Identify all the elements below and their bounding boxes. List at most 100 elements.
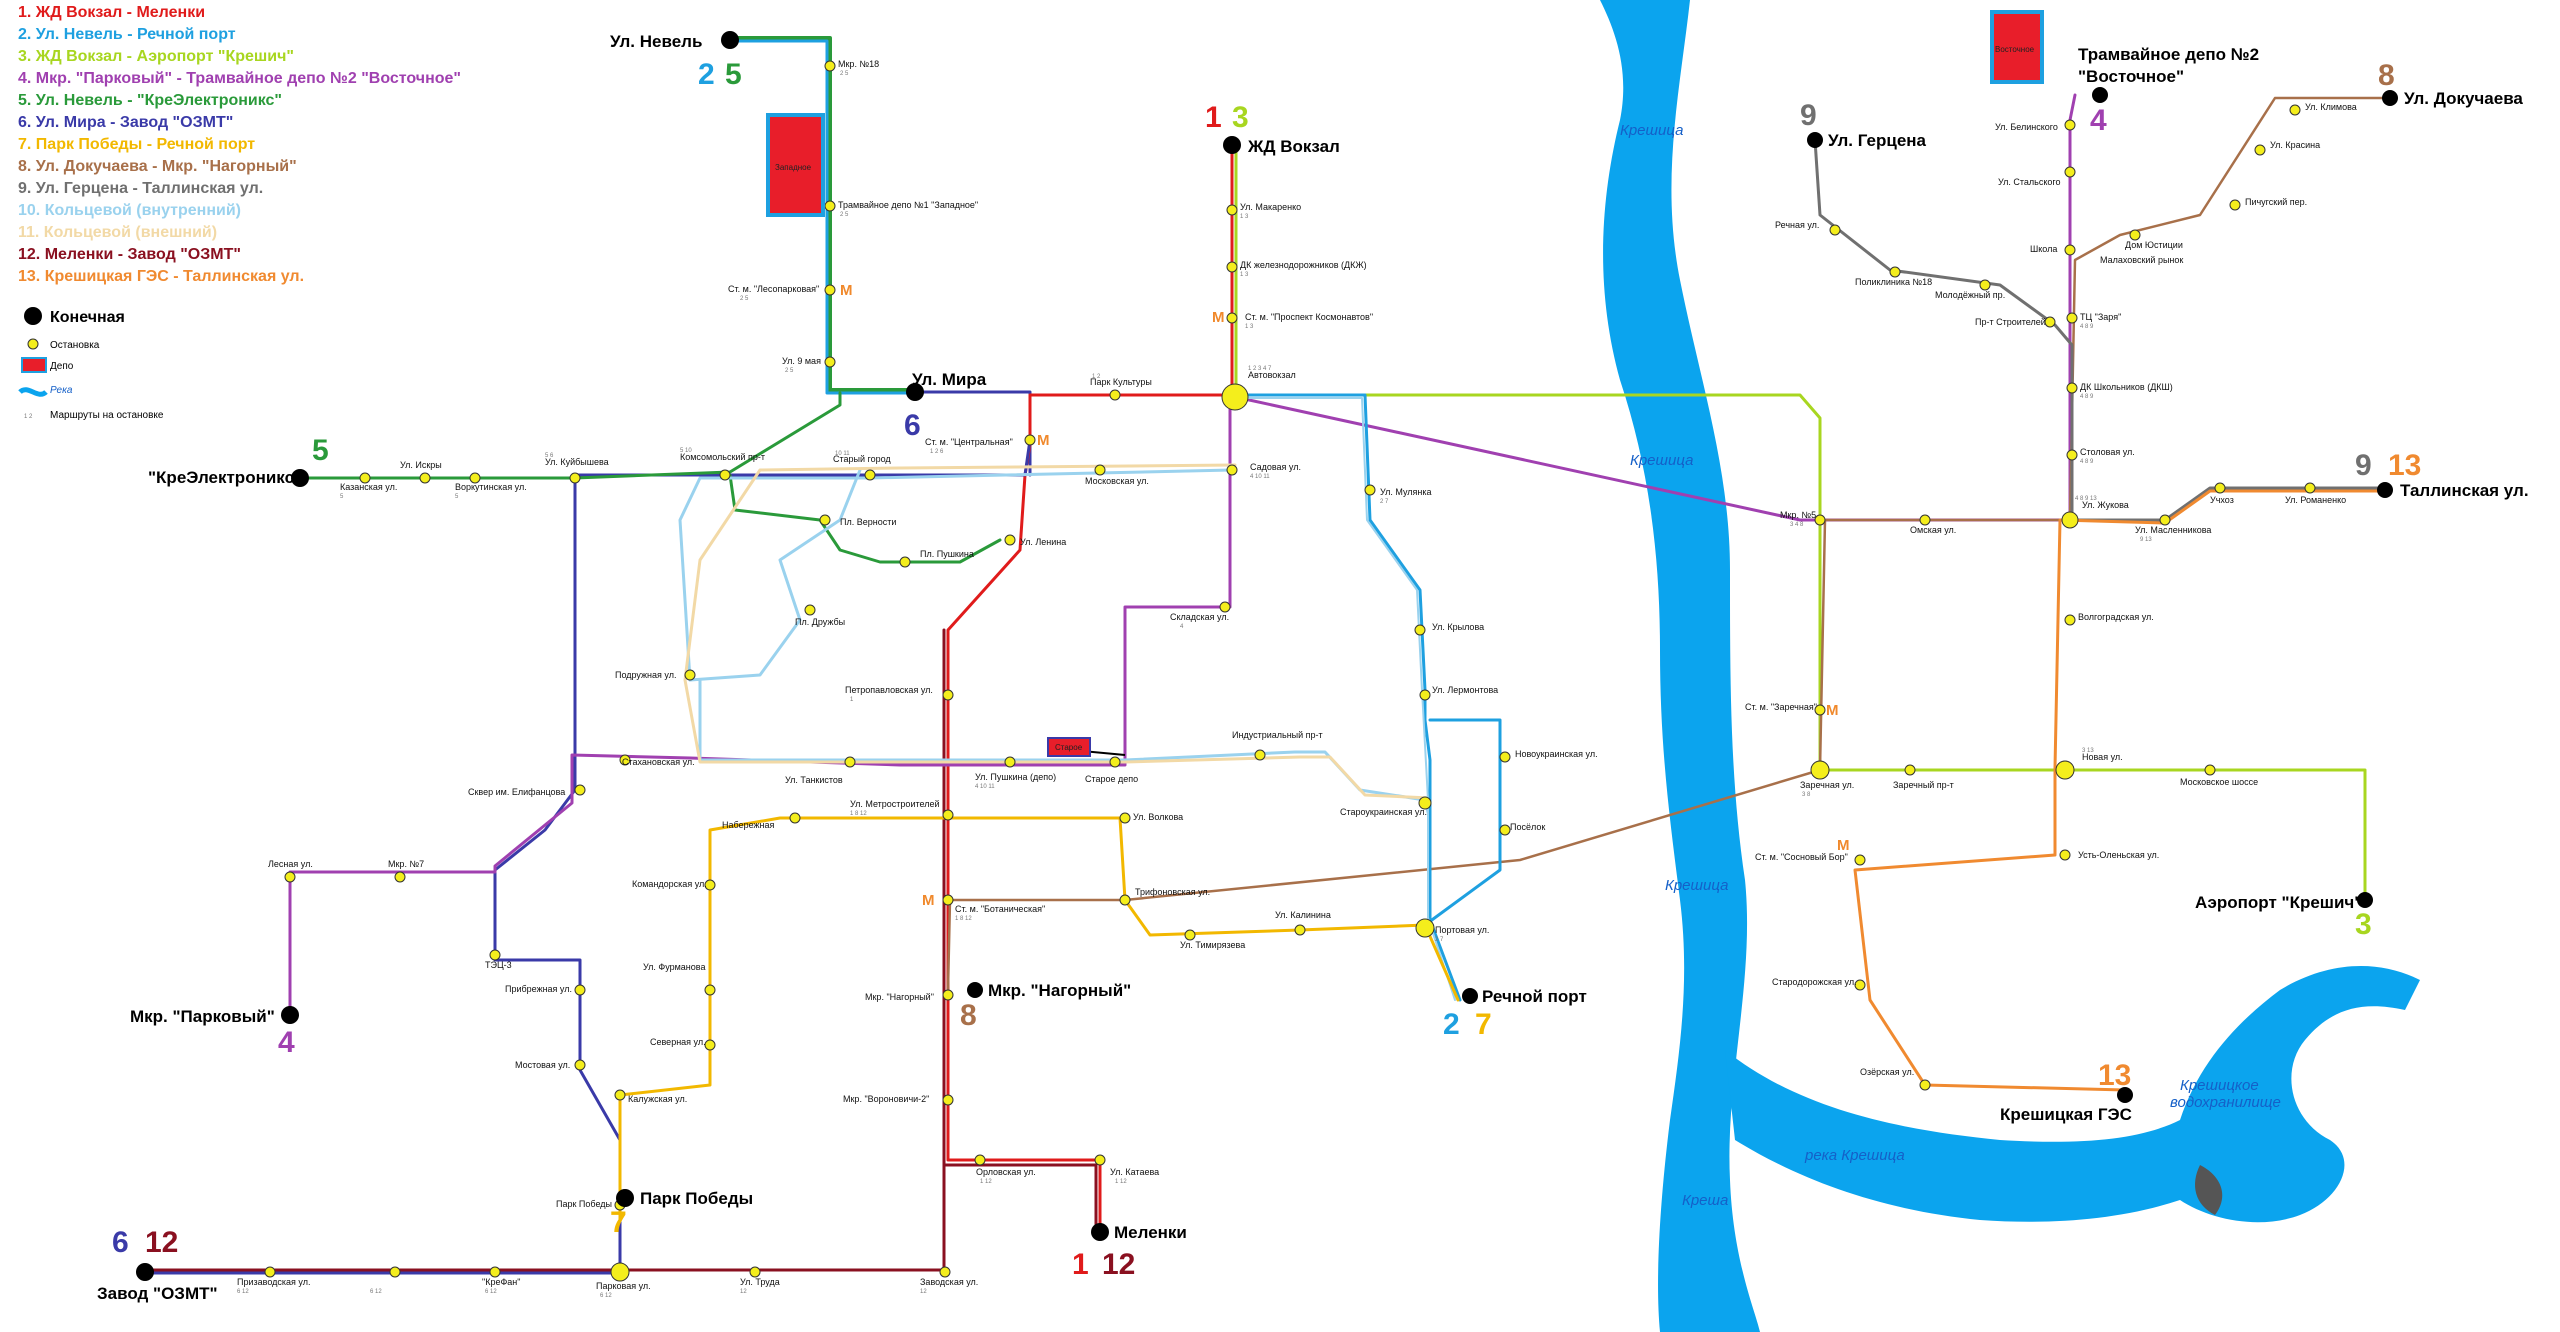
route-number: 2 — [698, 58, 715, 91]
stop-label: Автовокзал — [1248, 370, 1296, 380]
stop-dot — [389, 1266, 401, 1278]
stop-label: Пл. Дружбы — [795, 617, 845, 627]
tram-lines — [143, 36, 2387, 1275]
stop-label: Ул. Волкова — [1133, 812, 1183, 822]
route-number: 8 — [960, 999, 977, 1032]
stop-dot-big — [1415, 918, 1435, 938]
stop-dot-big — [1810, 760, 1830, 780]
stop-dot — [1854, 979, 1866, 991]
stop-dot — [684, 669, 696, 681]
stop-label: Ул. Тимирязева — [1180, 940, 1245, 950]
legend-terminal-icon — [24, 307, 42, 325]
river-label: водохранилище — [2170, 1094, 2281, 1111]
stop-dot — [2064, 166, 2076, 178]
stop-label: Школа — [2030, 244, 2057, 254]
stop-label: Ст. м. "Проспект Космонавтов" — [1245, 312, 1373, 322]
stop-dot — [1119, 894, 1131, 906]
svg-text:Западное: Западное — [775, 163, 812, 172]
legend-depot-label: Депо — [50, 361, 74, 372]
stop-dot — [1219, 601, 1231, 613]
stop-dot — [824, 356, 836, 368]
stop-label: Казанская ул. — [340, 482, 397, 492]
stop-dot — [2159, 514, 2171, 526]
stop-label: Прибрежная ул. — [505, 984, 572, 994]
stop-dot — [1499, 751, 1511, 763]
stop-label: Поликлиника №18 — [1855, 277, 1932, 287]
route-mark: 1 3 — [1240, 214, 1249, 220]
stop-label: Ул. Фурманова — [643, 962, 705, 972]
stop-label: Орловская ул. — [976, 1167, 1036, 1177]
stop-dot — [2066, 312, 2078, 324]
stop-label: Ст. м. "Лесопарковая" — [728, 284, 819, 294]
route-mark: 4 8 9 — [2080, 394, 2094, 400]
stop-dot — [704, 1039, 716, 1051]
route-number: 7 — [610, 1206, 627, 1239]
route-number: 13 — [2098, 1059, 2131, 1092]
stop-label: Новая ул. — [2082, 752, 2123, 762]
stop-label: Сквер им. Елифанцова — [468, 787, 565, 797]
terminal-dot — [2117, 1087, 2133, 1103]
route-number: 5 — [312, 434, 329, 467]
stop-labels: Мкр. №18 Трамвайное депо №1 "Западное" С… — [237, 59, 2357, 1291]
stop-dot — [2254, 144, 2266, 156]
stop-dot — [942, 1094, 954, 1106]
stop-label: ТЭЦ-3 — [485, 960, 512, 970]
stop-label: Ул. Стальского — [1998, 177, 2060, 187]
stop-dot — [1254, 749, 1266, 761]
stop-dot — [1004, 756, 1016, 768]
route-number: 5 — [725, 58, 742, 91]
stop-label: Посёлок — [1510, 822, 1545, 832]
stop-dot — [419, 472, 431, 484]
legend-route: 10. Кольцевой (внутренний) — [18, 202, 241, 219]
route-mark: 6 12 — [370, 1289, 382, 1295]
route-mark: 1 12 — [1115, 1179, 1127, 1185]
metro-markers: M M M M M M — [840, 282, 1850, 909]
route-mark: 3 13 — [2082, 748, 2094, 754]
route-mark: 1 3 — [1240, 272, 1249, 278]
stop-dot — [1919, 514, 1931, 526]
river-label: Крешица — [1620, 122, 1683, 139]
legend-route: 6. Ул. Мира - Завод "ОЗМТ" — [18, 114, 233, 131]
stop-dot — [1829, 224, 1841, 236]
route-mark: 6 12 — [485, 1289, 497, 1295]
terminal-names: Ул. Невель ЖД Вокзал Ул. Мира "КреЭлектр… — [97, 32, 2529, 1303]
route-mark: 1 — [850, 697, 854, 703]
svg-text:Восточное: Восточное — [1995, 45, 2035, 54]
route-number: 3 — [1232, 101, 1249, 134]
terminal-label: Таллинская ул. — [2400, 481, 2529, 500]
stop-label: Ул. Труда — [740, 1277, 780, 1287]
legend-river-label: Река — [50, 385, 73, 396]
route-mark: 1 12 — [980, 1179, 992, 1185]
stop-dot — [569, 472, 581, 484]
stop-label: Ул. Катаева — [1110, 1167, 1159, 1177]
terminal-label: Трамвайное депо №2 — [2078, 45, 2259, 64]
stop-dot — [939, 1266, 951, 1278]
stop-label: ДК Школьников (ДКШ) — [2080, 382, 2173, 392]
stop-dot — [824, 284, 836, 296]
route-mark: 5 — [455, 494, 459, 500]
route-number: 4 — [278, 1026, 295, 1059]
stop-dot — [974, 1154, 986, 1166]
stop-label: Ул. Масленникова — [2135, 525, 2211, 535]
stop-dot — [819, 514, 831, 526]
stop-label: Комсомольский пр-т — [680, 452, 765, 462]
stop-dot-big — [1221, 383, 1249, 411]
legend-route: 12. Меленки - Завод "ОЗМТ" — [18, 246, 241, 263]
stop-label: Заводская ул. — [920, 1277, 978, 1287]
terminal-label: Парк Победы — [640, 1189, 753, 1208]
stop-dot — [1499, 824, 1511, 836]
route-mark: 3 4 8 — [1790, 522, 1804, 528]
terminal-label: Ул. Мира — [912, 370, 987, 389]
route-mark: 5 — [340, 494, 344, 500]
route-number: 9 — [2355, 449, 2372, 482]
route-mark: 4 8 9 13 — [2075, 496, 2097, 502]
terminal-dot — [281, 1006, 299, 1024]
stop-label: Омская ул. — [1910, 525, 1956, 535]
route-number: 12 — [1102, 1248, 1135, 1281]
stop-dot — [1419, 689, 1431, 701]
legend-stop-icon — [27, 338, 39, 350]
stop-label: Мостовая ул. — [515, 1060, 570, 1070]
stop-label: Подружная ул. — [615, 670, 676, 680]
metro-icon: M — [1826, 702, 1839, 719]
